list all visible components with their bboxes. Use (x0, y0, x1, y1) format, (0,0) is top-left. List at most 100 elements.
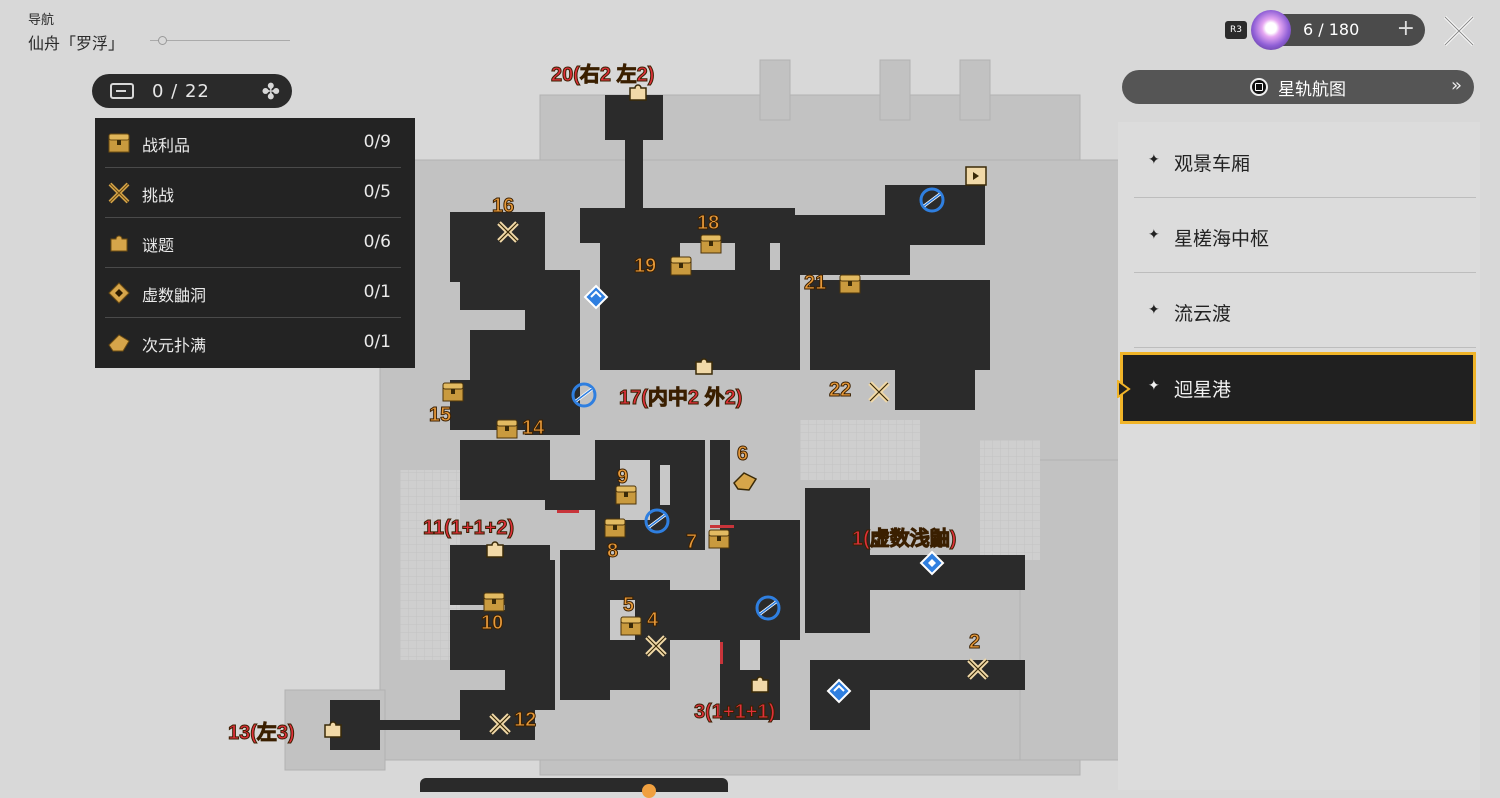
close-icon (1443, 15, 1475, 47)
imaginary-rift-icon (107, 281, 131, 305)
map-marker-label: 3(1+1+1) (693, 701, 776, 724)
map-marker-label: 10 (480, 612, 504, 635)
map-marker-label: 2 (968, 631, 981, 654)
treasure-chest-icon[interactable] (495, 418, 519, 444)
category-row-imaginary-rift[interactable]: 虚数鼬洞 0/1 (95, 268, 415, 318)
map-marker-label: 20(右2 左2) (550, 64, 655, 87)
collectible-count: 0 / 22 (152, 80, 210, 102)
category-count: 0/1 (363, 332, 391, 352)
treasure-chest-icon[interactable] (838, 273, 862, 299)
chevron-right-icon: » (1450, 75, 1462, 96)
collectible-counter[interactable]: 0 / 22 ✤ (92, 74, 292, 108)
crossed-swords-icon[interactable] (867, 380, 891, 408)
map-marker-label: 5 (622, 594, 635, 617)
puzzle-piece-icon[interactable] (626, 80, 650, 108)
crossed-swords-icon[interactable] (644, 634, 668, 662)
zoom-handle[interactable] (642, 784, 656, 798)
area-item-central-starskiff-haven[interactable]: ✦ 星槎海中枢 (1120, 201, 1476, 273)
area-item-cloudford[interactable]: ✦ 流云渡 (1120, 276, 1476, 348)
category-row-loot[interactable]: 战利品 0/9 (95, 118, 415, 168)
map-marker-label: 17(内中2 外2) (618, 387, 743, 410)
map-marker-label: 13(左3) (228, 722, 296, 745)
treasure-chest-icon[interactable] (669, 255, 693, 281)
treasure-chest-icon[interactable] (482, 591, 506, 617)
trailblaze-badge: R3 (1225, 21, 1247, 39)
add-resource-button[interactable]: + (1396, 16, 1415, 41)
teleport-anchor-icon[interactable] (583, 284, 609, 314)
star-rail-map-label: 星轨航图 (1278, 79, 1346, 100)
map-marker-label: 8 (606, 540, 619, 563)
puzzle-piece-icon[interactable] (321, 717, 345, 745)
header-divider-dot (158, 36, 167, 45)
map-marker-label: 16 (491, 195, 515, 218)
map-marker-label: 7 (685, 531, 698, 554)
category-row-puzzle[interactable]: 谜题 0/6 (95, 218, 415, 268)
crossed-swords-icon[interactable] (488, 712, 512, 740)
map-marker-label: 1(虚数浅鼬) (851, 528, 957, 551)
star-bullet-icon: ✦ (1148, 302, 1160, 318)
area-item-observation-car[interactable]: ✦ 观景车厢 (1120, 126, 1476, 198)
treasure-chest-icon[interactable] (707, 528, 731, 554)
puzzle-piece-icon[interactable]: ✤ (261, 80, 280, 105)
puzzle-piece-icon[interactable] (483, 537, 507, 565)
map-marker-label: 21 (803, 272, 827, 295)
puzzle-piece-icon[interactable] (692, 354, 716, 382)
category-label: 虚数鼬洞 (142, 286, 207, 305)
close-button[interactable] (1440, 12, 1478, 50)
treasure-chest-icon[interactable] (603, 517, 627, 543)
area-item-stargazer-navalia[interactable]: ✦ 迴星港 (1120, 352, 1476, 424)
map-walkable-floor (330, 95, 1025, 750)
controller-button-icon (1250, 78, 1268, 96)
stellar-jade-pill[interactable]: 6 / 180 + (1251, 10, 1425, 50)
space-anchor-icon[interactable] (918, 186, 946, 218)
category-row-origami-bird[interactable]: 次元扑满 0/1 (95, 318, 415, 368)
collectible-category-panel: 战利品 0/9 挑战 0/5 谜题 0/6 虚数鼬洞 0/1 次元扑满 0/1 (95, 118, 415, 368)
category-label: 次元扑满 (142, 336, 207, 355)
category-count: 0/6 (363, 232, 391, 252)
map-marker-label: 6 (736, 443, 749, 466)
resource-bar: R3 6 / 180 + (1225, 10, 1425, 50)
area-name: 流云渡 (1174, 303, 1232, 325)
map-marker-label: 15 (428, 404, 452, 427)
crossed-swords-icon[interactable] (496, 220, 520, 248)
treasure-chest-icon[interactable] (699, 233, 723, 259)
area-name: 观景车厢 (1174, 153, 1251, 175)
area-list-panel (1118, 122, 1480, 790)
category-count: 0/5 (363, 182, 391, 202)
crossed-swords-icon[interactable] (966, 657, 990, 685)
category-count: 0/9 (363, 132, 391, 152)
map-marker-label: 9 (616, 466, 629, 489)
treasure-chest-icon[interactable] (619, 615, 643, 641)
selected-arrow-icon (1117, 380, 1131, 398)
imaginary-rift-icon[interactable] (919, 550, 945, 580)
space-anchor-icon[interactable] (570, 381, 598, 413)
world-name: 仙舟「罗浮」 (28, 34, 125, 53)
area-name: 星槎海中枢 (1174, 228, 1270, 250)
map-marker-label: 14 (521, 417, 545, 440)
teleport-anchor-icon[interactable] (826, 678, 852, 708)
stellar-jade-value: 6 / 180 (1303, 20, 1360, 39)
map-marker-label: 4 (646, 609, 659, 632)
space-anchor-icon[interactable] (643, 507, 671, 539)
map-marker-label: 18 (696, 212, 720, 235)
star-rail-map-button[interactable]: 星轨航图 » (1122, 70, 1474, 104)
treasure-chest-icon[interactable] (614, 484, 638, 510)
exit-door-icon[interactable] (963, 164, 989, 192)
space-anchor-icon[interactable] (754, 594, 782, 626)
header-divider (150, 40, 290, 41)
nav-label: 导航 (28, 13, 55, 28)
stellar-jade-orb-icon (1251, 10, 1291, 50)
origami-bird-icon[interactable] (732, 469, 758, 497)
treasure-chest-icon[interactable] (441, 381, 465, 407)
category-label: 挑战 (142, 186, 175, 205)
origami-bird-icon (107, 331, 131, 355)
map-marker-label: 22 (828, 379, 852, 402)
star-bullet-icon: ✦ (1148, 152, 1160, 168)
puzzle-piece-icon[interactable] (748, 672, 772, 700)
map-marker-label: 11(1+1+2) (422, 517, 515, 540)
category-row-challenge[interactable]: 挑战 0/5 (95, 168, 415, 218)
category-label: 战利品 (142, 136, 191, 155)
treasure-chest-icon (107, 131, 131, 155)
map-chest-icon (110, 83, 134, 99)
area-name: 迴星港 (1174, 379, 1232, 401)
